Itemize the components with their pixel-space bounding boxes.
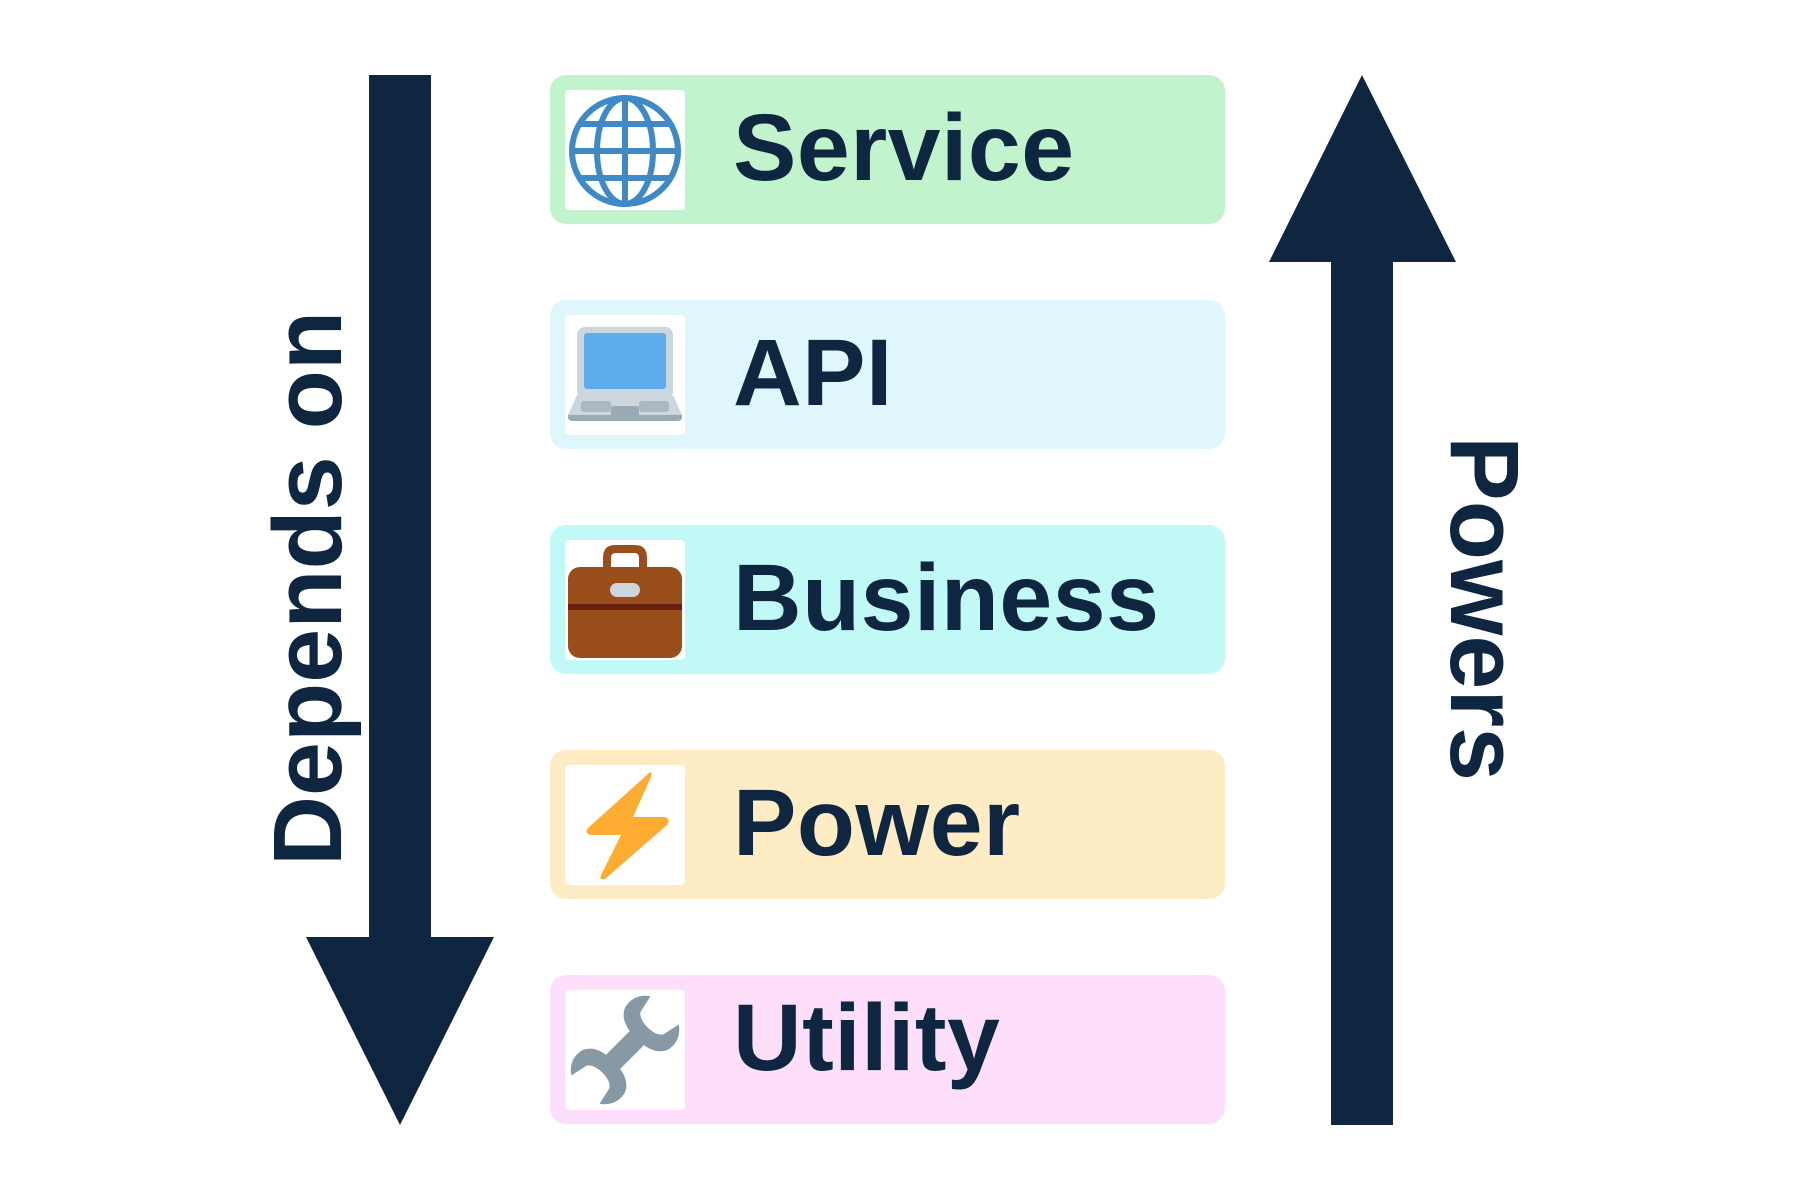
up-arrow-shape <box>1269 75 1456 1125</box>
icon-tile <box>565 315 685 435</box>
layer-utility: Utility <box>550 975 1225 1124</box>
depends-on-label: Depends on <box>253 310 362 866</box>
layer-label: Utility <box>733 985 1001 1091</box>
icon-tile <box>565 90 685 210</box>
powers-label: Powers <box>1430 436 1539 782</box>
layer-power: Power <box>550 750 1225 899</box>
briefcase-icon <box>568 545 682 658</box>
layer-label: Service <box>733 95 1075 201</box>
icon-tile <box>565 540 685 660</box>
layer-label: Power <box>733 770 1021 876</box>
icon-tile <box>565 765 685 885</box>
laptop-icon <box>567 327 683 421</box>
globe-icon <box>569 95 681 207</box>
layer-service: Service <box>550 75 1225 224</box>
lightning-icon <box>586 772 669 880</box>
layer-api: API <box>550 300 1225 449</box>
down-arrow-shape <box>306 75 494 1125</box>
layer-label: API <box>733 320 893 426</box>
wrench-icon <box>570 995 680 1105</box>
layer-business: Business <box>550 525 1225 674</box>
layer-label: Business <box>733 545 1160 651</box>
icon-tile <box>565 990 685 1110</box>
